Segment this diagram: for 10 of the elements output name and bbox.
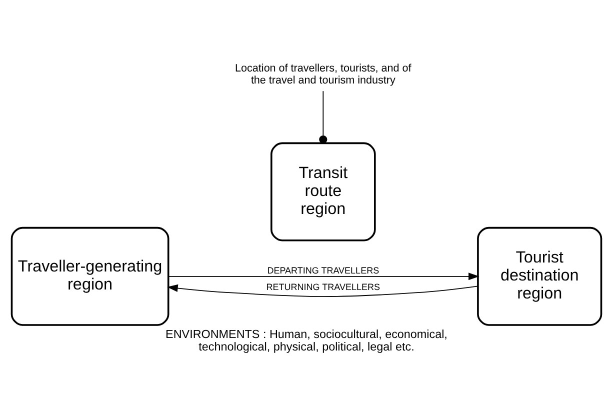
arrow <box>168 272 480 280</box>
node-box: Transit route region <box>270 142 376 241</box>
arrow <box>167 284 478 296</box>
connector <box>319 90 328 144</box>
edge-label: DEPARTING TRAVELLERS <box>267 265 380 276</box>
node-box: Traveller-generating region <box>10 226 170 326</box>
node-text: Location of travellers, tourists, and of the travel and tourism industry <box>235 62 412 86</box>
node-box: Tourist destination region <box>477 226 602 326</box>
caption: ENVIRONMENTS : Human, sociocultural, economical, technological, physical, political, legal etc. <box>166 327 448 354</box>
edge-label: RETURNING TRAVELLERS <box>266 281 380 292</box>
